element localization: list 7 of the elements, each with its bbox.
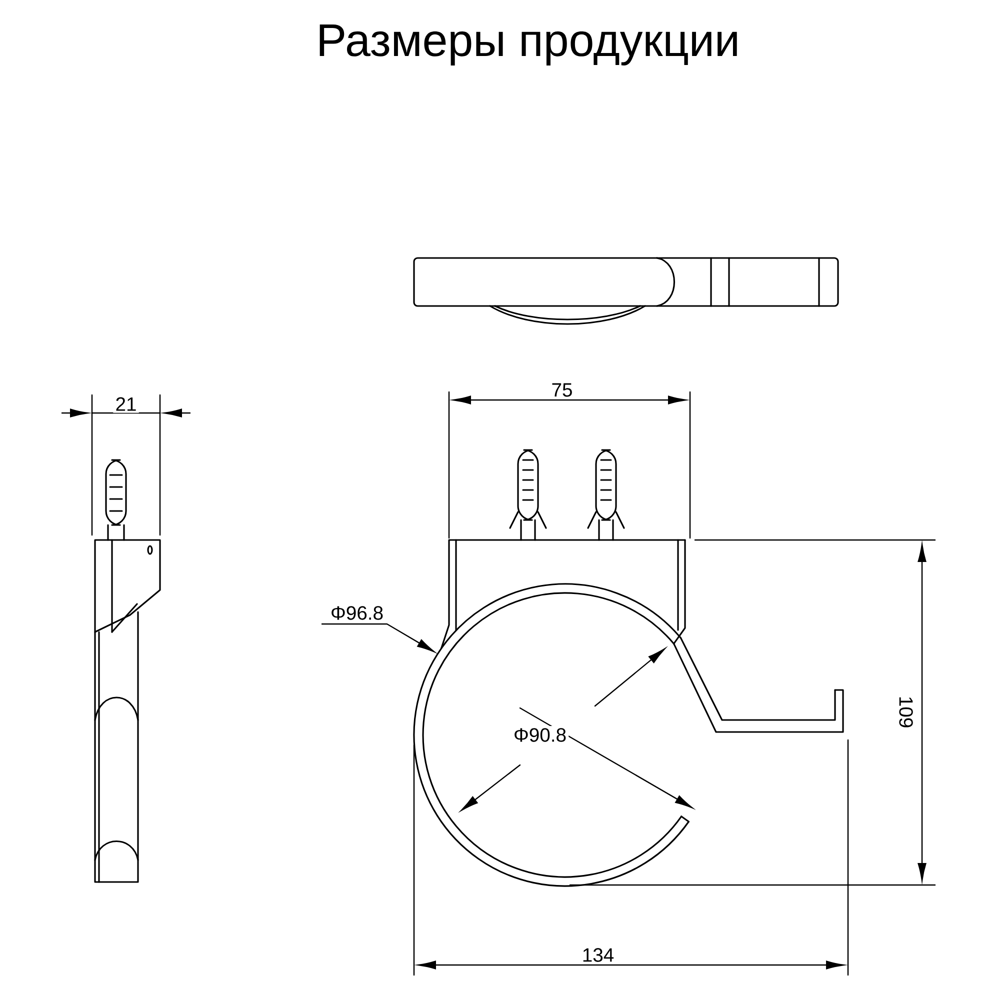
dimension-text: Φ96.8 xyxy=(328,604,386,622)
dimension-text: 21 xyxy=(113,395,139,413)
dimension-text: 75 xyxy=(549,381,575,399)
dimension-text: Φ90.8 xyxy=(511,726,569,744)
dimension-text: 109 xyxy=(897,694,915,730)
dimension-text: 134 xyxy=(580,946,616,964)
title: Размеры продукции xyxy=(320,24,737,66)
